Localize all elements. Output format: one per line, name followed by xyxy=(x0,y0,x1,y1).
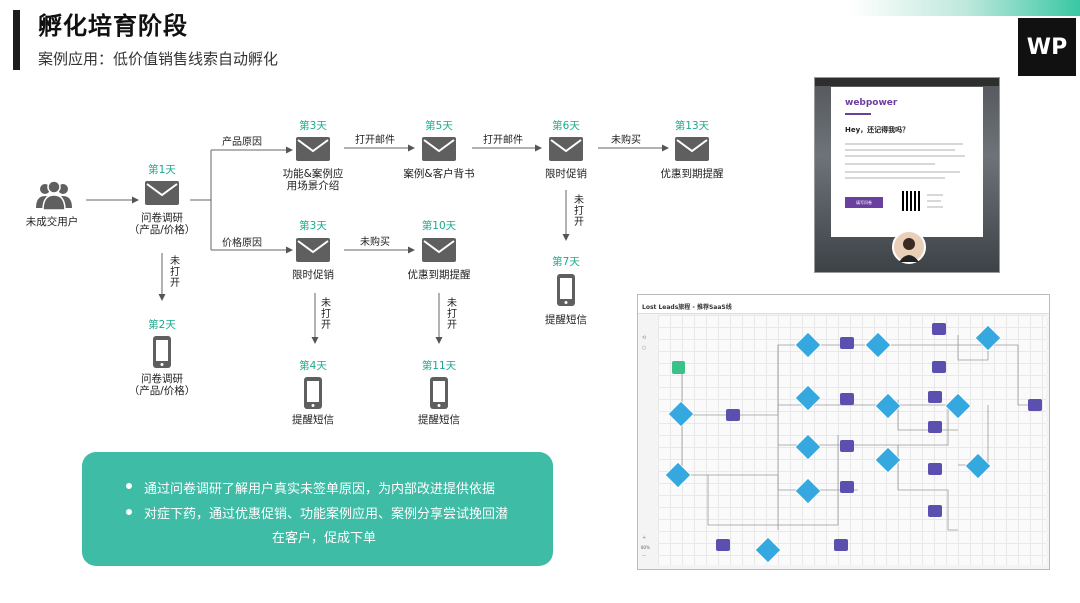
bullet-dot xyxy=(126,483,132,489)
edge-label-product-reason: 产品原因 xyxy=(222,137,262,148)
edge-label-not-opened: 未打开 xyxy=(574,195,584,228)
zoom-level: 80% xyxy=(641,545,650,550)
day-label-promo-day6: 第6天 xyxy=(552,120,580,132)
feature-intro-label: 功能&案例应 xyxy=(282,168,344,180)
email-text-line xyxy=(927,200,941,202)
email-text-line xyxy=(845,171,960,173)
email-greeting: Hey，还记得我吗？ xyxy=(845,126,910,134)
survey-email-sublabel: （产品/价格） xyxy=(128,224,196,236)
callout-bullet-2-cont: 在客户，促成下单 xyxy=(272,531,377,546)
case-label: 案例&客户背书 xyxy=(403,168,475,180)
phone-icon xyxy=(430,377,448,409)
mail-icon xyxy=(296,238,330,262)
day-label-promo-day3: 第3天 xyxy=(299,220,327,232)
sms-day4-label: 提醒短信 xyxy=(292,414,334,426)
tool-icon[interactable]: ○ xyxy=(642,345,647,351)
promo-day6-label: 限时促销 xyxy=(545,168,587,180)
day-label-case: 第5天 xyxy=(425,120,453,132)
survey-button[interactable]: 填写问卷 xyxy=(845,197,883,208)
workflow-screenshot: Lost Leads旅程 - 推荐SaaS线 ⟲ ○ + 80% − xyxy=(637,294,1050,570)
callout-bullet-2: 对症下药，通过优惠促销、功能案例应用、案例分享尝试挽回潜 xyxy=(144,507,509,522)
day-label-expiry-day10: 第10天 xyxy=(421,220,457,232)
email-text-line xyxy=(845,143,963,145)
edge-label-not-opened: 未打开 xyxy=(321,298,331,331)
qr-code-icon xyxy=(902,191,922,211)
email-text-line xyxy=(845,149,955,151)
workflow-title: Lost Leads旅程 - 推荐SaaS线 xyxy=(642,304,732,311)
zoom-in-icon[interactable]: + xyxy=(642,535,647,541)
phone-icon xyxy=(153,336,171,368)
bullet-dot xyxy=(126,509,132,515)
avatar xyxy=(892,230,926,264)
email-text-line xyxy=(927,206,943,208)
email-text-line xyxy=(845,155,965,157)
brand-underline xyxy=(845,113,871,115)
mail-icon xyxy=(549,137,583,161)
edge-branch-bracket xyxy=(190,150,212,250)
workflow-canvas[interactable] xyxy=(658,315,1046,565)
day-label-survey-sms: 第2天 xyxy=(148,319,176,331)
email-card: webpower Hey，还记得我吗？ 填写问卷 xyxy=(831,87,983,237)
page-title: 孵化培育阶段 xyxy=(38,12,188,40)
survey-sms-sublabel: （产品/价格） xyxy=(128,385,196,397)
edge-label-not-opened: 未打开 xyxy=(447,298,457,331)
phone-icon xyxy=(304,377,322,409)
tool-icon[interactable]: ⟲ xyxy=(642,335,647,341)
day-label-sms-day11: 第11天 xyxy=(421,360,457,372)
survey-sms-label: 问卷调研 xyxy=(141,373,183,385)
edge-label-price-reason: 价格原因 xyxy=(222,238,262,249)
zoom-out-icon[interactable]: − xyxy=(642,553,647,559)
expiry-day13-label: 优惠到期提醒 xyxy=(660,168,724,180)
email-brand: webpower xyxy=(845,98,898,108)
start-label: 未成交用户 xyxy=(25,216,79,228)
email-text-line xyxy=(927,194,943,196)
mail-icon xyxy=(422,137,456,161)
title-accent-bar xyxy=(13,10,20,70)
page-subtitle: 案例应用：低价值销售线索自动孵化 xyxy=(38,50,279,68)
promo-day3-label: 限时促销 xyxy=(292,269,334,281)
preview-header-bar xyxy=(815,78,999,86)
edge-label-not-bought-2: 未购买 xyxy=(360,237,390,248)
survey-email-label: 问卷调研 xyxy=(141,212,183,224)
wp-logo: WP xyxy=(1018,18,1076,76)
email-text-line xyxy=(845,177,945,179)
sms-day11-label: 提醒短信 xyxy=(418,414,460,426)
users-icon xyxy=(36,180,72,210)
edge-label-not-opened: 未打开 xyxy=(170,256,180,289)
edge-label-open-mail-1: 打开邮件 xyxy=(355,135,395,146)
mail-icon xyxy=(296,137,330,161)
mail-icon xyxy=(422,238,456,262)
mail-icon xyxy=(145,181,179,205)
summary-callout: 通过问卷调研了解用户真实未签单原因，为内部改进提供依据 对症下药，通过优惠促销、… xyxy=(82,452,553,566)
edge-label-not-bought-1: 未购买 xyxy=(611,135,641,146)
day-label-sms-day7: 第7天 xyxy=(552,256,580,268)
edge-label-open-mail-2: 打开邮件 xyxy=(483,135,523,146)
workflow-title-bar: Lost Leads旅程 - 推荐SaaS线 xyxy=(638,295,1049,314)
day-label-feature-intro: 第3天 xyxy=(299,120,327,132)
sms-day7-label: 提醒短信 xyxy=(545,314,587,326)
phone-icon xyxy=(557,274,575,306)
email-text-line xyxy=(845,163,935,165)
expiry-day10-label: 优惠到期提醒 xyxy=(407,269,471,281)
day-label-survey-email: 第1天 xyxy=(148,164,176,176)
day-label-sms-day4: 第4天 xyxy=(299,360,327,372)
top-gradient-band xyxy=(850,0,1080,16)
callout-bullet-1: 通过问卷调研了解用户真实未签单原因，为内部改进提供依据 xyxy=(144,482,496,497)
day-label-expiry-day13: 第13天 xyxy=(674,120,710,132)
email-preview-screenshot: webpower Hey，还记得我吗？ 填写问卷 xyxy=(814,77,1000,273)
workflow-graph xyxy=(664,323,1042,564)
feature-intro-sublabel: 用场景介绍 xyxy=(286,180,340,192)
mail-icon xyxy=(675,137,709,161)
